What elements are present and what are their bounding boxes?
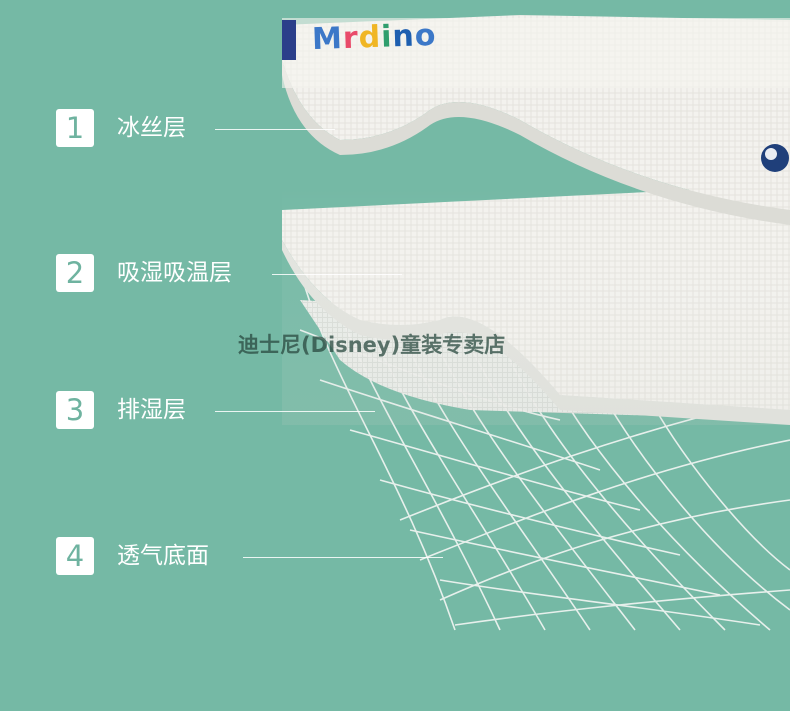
layer-number: 2 bbox=[56, 254, 94, 292]
layer-number: 1 bbox=[56, 109, 94, 147]
pointer-line-1 bbox=[215, 129, 335, 130]
layer-number: 3 bbox=[56, 391, 94, 429]
logo-side-tab bbox=[282, 20, 296, 60]
layer-label: 冰丝层 bbox=[117, 115, 186, 141]
store-watermark: 迪士尼(Disney)童装专卖店 bbox=[238, 333, 506, 357]
layer-label: 透气底面 bbox=[117, 543, 209, 569]
logo-letter: d bbox=[358, 19, 382, 56]
logo-letter: M bbox=[311, 21, 344, 58]
logo-letter: r bbox=[342, 20, 360, 57]
layer-label: 排湿层 bbox=[117, 397, 186, 423]
pointer-line-4 bbox=[243, 557, 443, 558]
pointer-line-3 bbox=[215, 411, 375, 412]
pointer-line-2 bbox=[272, 274, 402, 275]
ice-silk-layer-edge bbox=[282, 60, 790, 225]
layer-label: 吸湿吸温层 bbox=[117, 260, 232, 286]
brand-logo: Mrdino bbox=[311, 18, 437, 57]
logo-letter: n bbox=[391, 18, 416, 55]
layer-number: 4 bbox=[56, 537, 94, 575]
logo-letter: o bbox=[414, 17, 437, 54]
